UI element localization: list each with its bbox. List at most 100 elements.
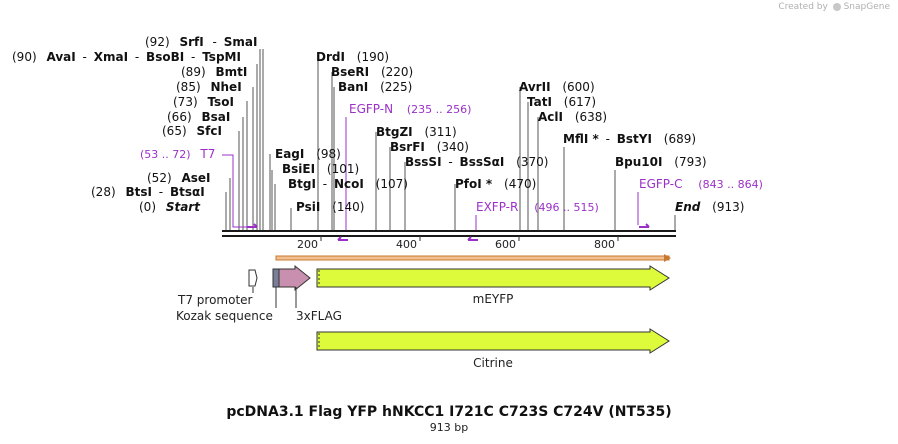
ruler-label-200: 200 <box>297 238 318 251</box>
primer-arrow-egfpn <box>337 236 348 241</box>
svg-text:(28) BtsI -: (28) BtsI - BtsαI <box>91 185 205 199</box>
svg-text:(73) TsoI: (73) TsoI <box>173 95 234 109</box>
svg-text:(90) AvaI -: (90) AvaI - XmaI - BsoBI - TspMI <box>12 50 241 64</box>
site-name-nhei: NheI <box>210 80 241 94</box>
svg-text:(0) Start: (0) Start <box>139 200 201 214</box>
site-name-bpu10i: Bpu10I <box>615 155 662 169</box>
site-name-bsai: BsaI <box>201 110 230 124</box>
site-name-ncoi: NcoI <box>334 177 364 191</box>
site-pos-pfoi: (470) <box>504 177 536 191</box>
site-name-mfli: MflI * <box>563 132 599 146</box>
svg-text:End (913): End (913) <box>675 200 744 214</box>
svg-text:BanI (225): BanI (225) <box>338 80 412 94</box>
site-pos-bseri: (220) <box>381 65 413 79</box>
svg-text:Bpu10I (793): Bpu10I (793) <box>615 155 707 169</box>
svg-text:(89) BmtI: (89) BmtI <box>181 65 247 79</box>
site-name-bsssi: BssSI <box>405 155 442 169</box>
primer-name-egfpn: EGFP-N <box>349 102 393 116</box>
feature-label-kozak: Kozak sequence <box>176 309 273 323</box>
ruler-label-600: 600 <box>495 238 516 251</box>
site-lines <box>225 49 676 231</box>
primer-line-t7 <box>222 154 252 228</box>
site-name-srfi: SrfI <box>179 35 203 49</box>
site-name-btsi: BtsI <box>125 185 152 199</box>
site-name-bsobi: BsoBI <box>146 50 184 64</box>
snapgene-watermark: Created by SnapGene <box>778 2 890 12</box>
svg-text:BsrFI (340): BsrFI (340) <box>390 140 469 154</box>
site-pos-srfi: (92) <box>145 35 170 49</box>
orf-arrow <box>275 254 671 262</box>
site-name-xmai: XmaI <box>94 50 128 64</box>
feature-label-citrine: Citrine <box>473 356 513 370</box>
site-pos-ncoi: (107) <box>376 177 408 191</box>
site-name-bstyi: BstYI <box>617 132 652 146</box>
site-pos-tsoi: (73) <box>173 95 198 109</box>
svg-text:PfoI * (470): PfoI * (470) <box>455 177 536 191</box>
svg-text:EGFP-N (235 .. 256): EGFP-N (235 .. 256) <box>349 102 471 116</box>
site-pos-bmti: (89) <box>181 65 206 79</box>
svg-text:EXFP-R (496 .. 515): EXFP-R (496 .. 515) <box>476 200 599 214</box>
svg-text:(52) AseI: (52) AseI <box>147 171 211 185</box>
feature-kozak <box>272 268 280 288</box>
svg-text:MflI * - BstYI: MflI * - BstYI (689) <box>563 132 696 146</box>
ruler-label-400: 400 <box>396 238 417 251</box>
site-name-bseri: BseRI <box>331 65 369 79</box>
svg-text:BtgI - NcoI: BtgI - NcoI (107) <box>288 177 408 191</box>
site-name-tati: TatI <box>527 95 552 109</box>
site-name-bmti: BmtI <box>215 65 247 79</box>
svg-text:BsiEI (101): BsiEI (101) <box>282 162 359 176</box>
site-pos-asei: (52) <box>147 171 172 185</box>
feature-citrine <box>316 328 670 354</box>
site-pos-bstyi: (689) <box>664 132 696 146</box>
site-pos-avai: (90) <box>12 50 37 64</box>
site-pos-tati: (617) <box>564 95 596 109</box>
plasmid-title: pcDNA3.1 Flag YFP hNKCC1 I721C C723S C72… <box>226 404 672 420</box>
site-name-btgi: BtgI <box>288 177 316 191</box>
primer-name-exfpr: EXFP-R <box>476 200 518 214</box>
svg-text:(65) SfcI: (65) SfcI <box>162 124 222 138</box>
watermark-brand: SnapGene <box>843 2 890 12</box>
site-pos-drdi: (190) <box>357 50 389 64</box>
primer-range-egfpn: (235 .. 256) <box>407 103 472 116</box>
snapgene-logo-icon <box>832 2 841 11</box>
svg-text:(85) NheI: (85) NheI <box>176 80 242 94</box>
primer-name-egfpc: EGFP-C <box>639 177 682 191</box>
site-name-start: Start <box>166 200 201 214</box>
svg-text:(66) BsaI: (66) BsaI <box>167 110 230 124</box>
svg-text:AvrII (600): AvrII (600) <box>519 80 595 94</box>
site-name-eagi: EagI <box>275 147 304 161</box>
site-name-asei: AseI <box>181 171 210 185</box>
site-name-smai: SmaI <box>224 35 258 49</box>
primer-range-t7: (53 .. 72) <box>140 148 191 161</box>
svg-text:(92) SrfI -: (92) SrfI - SmaI <box>145 35 257 49</box>
site-pos-nhei: (85) <box>176 80 201 94</box>
svg-text:BseRI (220): BseRI (220) <box>331 65 413 79</box>
site-pos-acli: (638) <box>575 110 607 124</box>
site-name-acli: AclI <box>538 110 563 124</box>
site-name-sfci: SfcI <box>196 124 221 138</box>
site-pos-btgzi: (311) <box>424 125 456 139</box>
site-pos-bsai: (66) <box>167 110 192 124</box>
feature-label-3xflag: 3xFLAG <box>296 309 342 323</box>
feature-label-meyfp: mEYFP <box>473 292 514 306</box>
site-pos-btsi: (28) <box>91 185 116 199</box>
svg-text:BssSI - BssSαI: BssSI - BssSαI (370) <box>405 155 548 169</box>
site-pos-bpu10i: (793) <box>674 155 706 169</box>
site-pos-bsssai: (370) <box>516 155 548 169</box>
site-pos-psii: (140) <box>332 200 364 214</box>
primer-arrow-exfpr <box>467 236 478 241</box>
ruler-label-800: 800 <box>594 238 615 251</box>
feature-t7-promoter <box>248 269 258 287</box>
site-name-bsrfi: BsrFI <box>390 140 425 154</box>
watermark-prefix: Created by <box>778 2 828 12</box>
primer-arrow-t7 <box>247 223 258 228</box>
svg-text:DrdI (190): DrdI (190) <box>316 50 389 64</box>
svg-text:EagI (98): EagI (98) <box>275 147 341 161</box>
site-pos-bsrfi: (340) <box>437 140 469 154</box>
plasmid-length: 913 bp <box>429 421 469 434</box>
svg-text:BtgZI (311): BtgZI (311) <box>376 125 457 139</box>
site-pos-bsiei: (101) <box>327 162 359 176</box>
site-name-end: End <box>675 200 701 214</box>
site-pos-sfci: (65) <box>162 124 187 138</box>
